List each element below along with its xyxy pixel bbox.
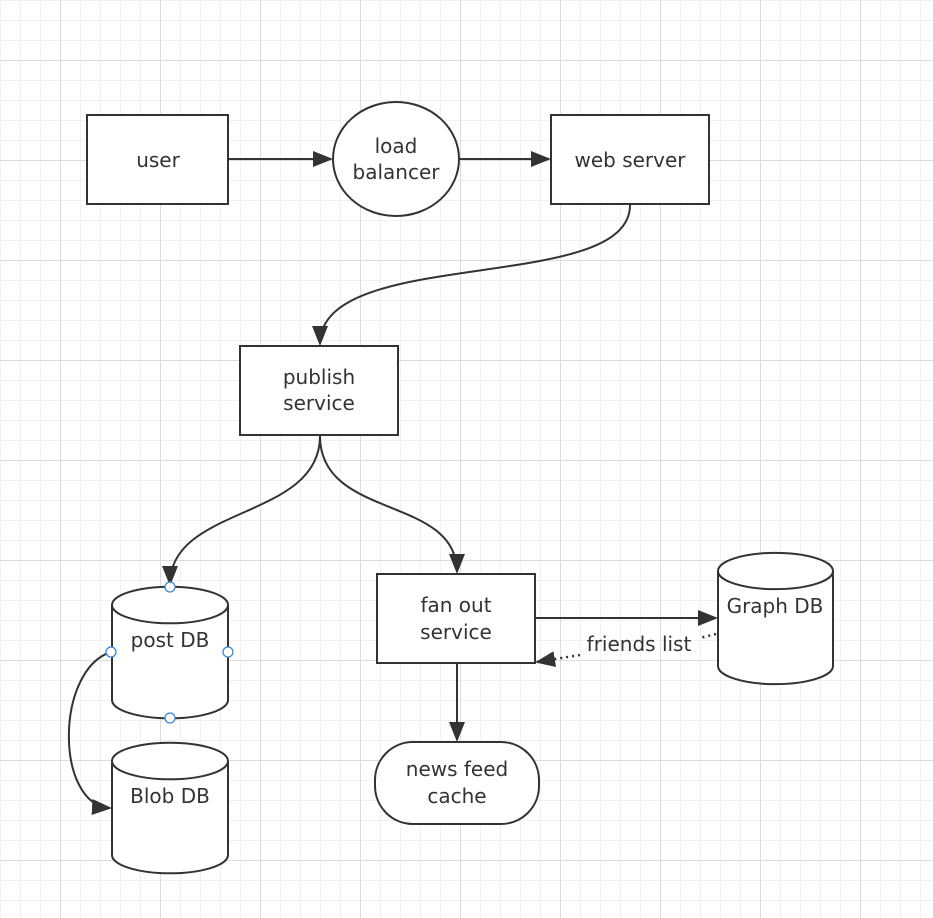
edge-publish-service-to-fan-out-service[interactable] [319, 435, 465, 574]
fan-out-service-node[interactable]: fan out service [376, 573, 536, 664]
publish-service-node[interactable]: publish service [239, 345, 399, 436]
blob-db-label: Blob DB [130, 784, 210, 808]
web-server-node[interactable]: web server [550, 114, 710, 205]
connection-handle[interactable] [164, 712, 176, 724]
connection-handle[interactable] [222, 646, 234, 658]
user-label: user [136, 148, 180, 172]
edge-publish-service-to-post-db[interactable] [162, 435, 321, 586]
edge-post-db-to-blob-db[interactable] [67, 651, 112, 815]
load-balancer-node[interactable]: load balancer [332, 101, 460, 217]
web-server-label: web server [574, 148, 686, 172]
publish-service-label: service [283, 391, 355, 415]
connection-handle[interactable] [164, 581, 176, 593]
fan-out-service-label: service [420, 620, 492, 644]
graph-db-label: Graph DB [727, 594, 824, 618]
edge-web-server-to-publish-service[interactable] [312, 204, 631, 346]
news-feed-cache-label: cache [427, 784, 486, 808]
load-balancer-label: balancer [353, 160, 441, 184]
edge-graph-db-to-fan-out-friends-list[interactable] [537, 632, 717, 662]
publish-service-label: publish [283, 365, 355, 389]
news-feed-cache-label: news feed [406, 757, 508, 781]
post-db-node[interactable]: post DB [105, 581, 234, 724]
load-balancer-label: load [375, 134, 418, 158]
blob-db-node[interactable]: Blob DB [111, 741, 229, 875]
post-db-label: post DB [131, 628, 210, 652]
fan-out-service-label: fan out [420, 593, 491, 617]
connection-handle[interactable] [105, 646, 117, 658]
user-node[interactable]: user [86, 114, 229, 205]
friends-list-label: friends list [587, 632, 692, 656]
graph-db-node[interactable]: Graph DB [717, 551, 834, 686]
news-feed-cache-node[interactable]: news feed cache [374, 741, 540, 825]
